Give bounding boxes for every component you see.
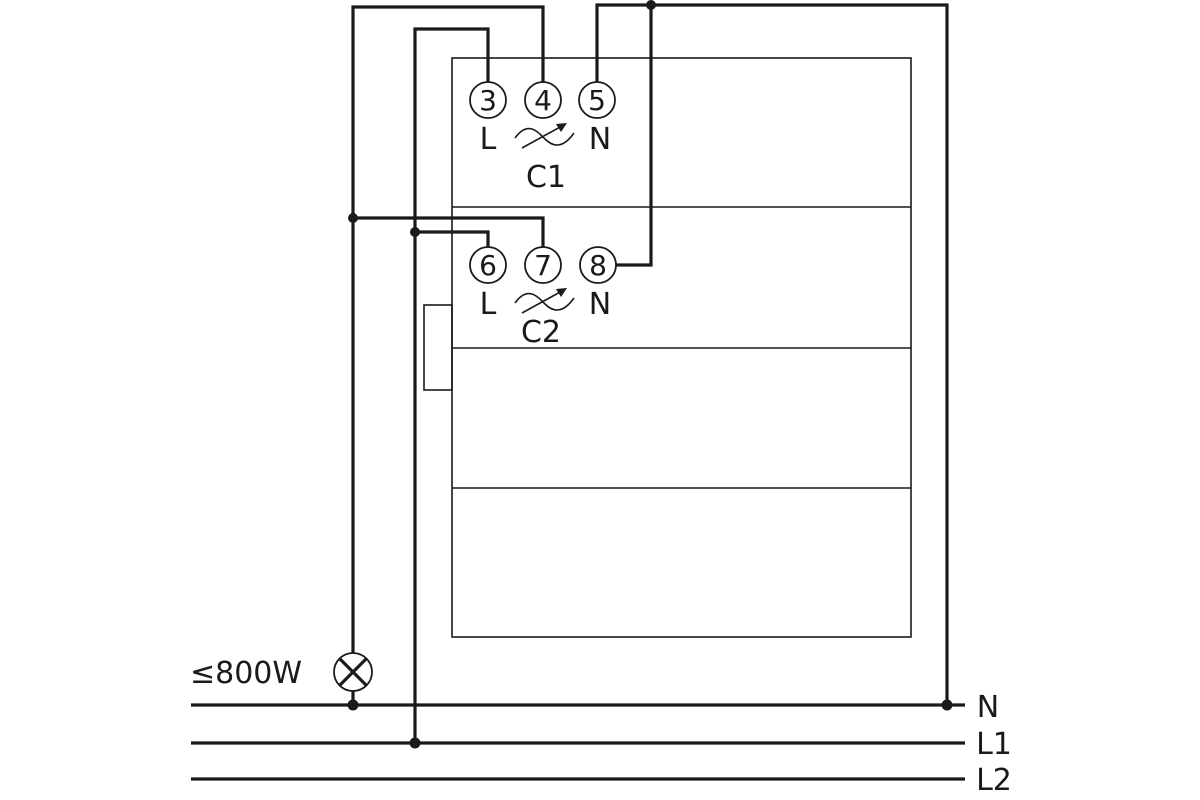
junction-dot (409, 737, 421, 749)
label-l: L (480, 287, 497, 322)
terminal-number: 4 (534, 84, 552, 117)
junction-dot (347, 699, 359, 711)
bus-label-l1: L1 (976, 727, 1012, 762)
channel-label: C1 (526, 160, 566, 195)
wire-n-c2 (616, 5, 653, 267)
side-tab (423, 304, 453, 391)
terminal-7 (524, 246, 562, 284)
wire-n-c1 (595, 3, 949, 705)
terminal-number: 7 (534, 249, 552, 282)
channel-label: C2 (521, 315, 561, 350)
junction-dot (348, 213, 358, 223)
device-housing (423, 57, 912, 638)
terminal-5 (578, 81, 616, 119)
terminal-number: 5 (588, 84, 606, 117)
terminal-number: 8 (589, 249, 607, 282)
supply-buses: N L1 L2 (191, 690, 1012, 798)
wire-l1-c2 (415, 230, 490, 247)
bus-label-l2: L2 (976, 763, 1012, 798)
module-2: 6 7 8 L N C2 (469, 246, 617, 350)
wire-load-c1 (351, 5, 545, 653)
terminal-8 (579, 246, 617, 284)
dimmer-symbol-icon (514, 288, 575, 314)
label-l: L (480, 122, 497, 157)
terminal-6 (469, 246, 507, 284)
label-n: N (589, 287, 611, 322)
wire-l1-c1 (413, 27, 490, 743)
load-rating: ≤800W (190, 656, 302, 691)
label-n: N (589, 122, 611, 157)
junction-dot (410, 227, 420, 237)
terminal-number: 6 (479, 249, 497, 282)
junction-dot (941, 699, 953, 711)
junctions (347, 0, 953, 749)
dimmer-symbol-icon (514, 123, 575, 149)
junction-dot (646, 0, 656, 10)
lamp-icon (333, 652, 373, 692)
terminal-number: 3 (479, 84, 497, 117)
module-1: 3 4 5 L N C1 (469, 81, 616, 195)
wires (351, 3, 949, 743)
bus-label-n: N (977, 690, 999, 725)
terminal-4 (524, 81, 562, 119)
terminal-3 (469, 81, 507, 119)
